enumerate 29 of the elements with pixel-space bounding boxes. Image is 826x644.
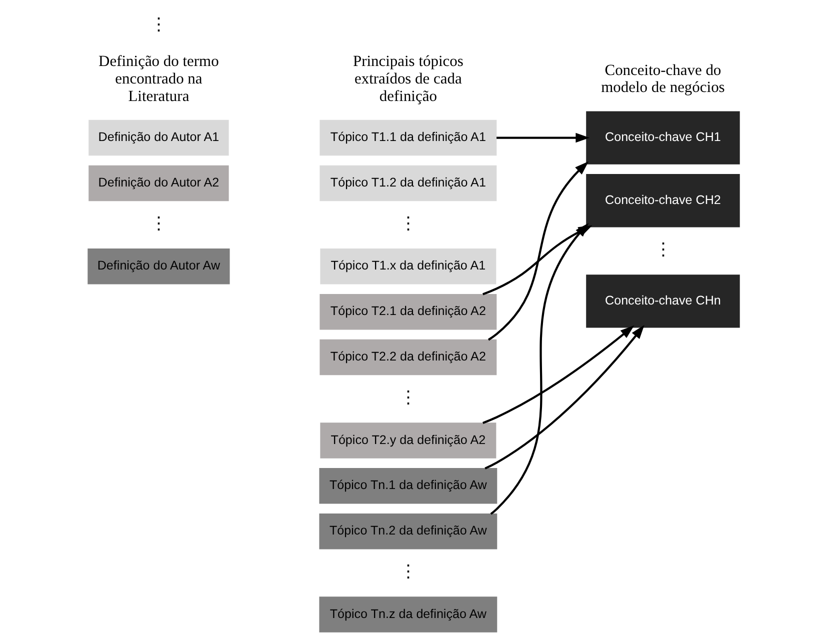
arrow xyxy=(487,161,588,341)
node-box: Tópico T2.1 da definição A2 xyxy=(319,294,496,330)
label: ⋮ xyxy=(399,213,416,234)
node-box: Tópico T2.2 da definição A2 xyxy=(319,339,496,376)
label: ⋮ xyxy=(150,14,167,34)
node-box: Conceito-chave CHn xyxy=(586,274,740,328)
label: ⋮ xyxy=(399,387,416,408)
label: ⋮ xyxy=(150,213,167,234)
node-box: Tópico T2.y da definição A2 xyxy=(320,422,496,458)
arrow xyxy=(496,132,590,143)
node-box: Tópico Tn.1 da definição Aw xyxy=(318,468,497,504)
label: Definição do termo encontrado na Literatura xyxy=(98,53,218,105)
arrow xyxy=(490,222,588,515)
node-box: Definição do Autor Aw xyxy=(87,248,230,284)
node-box: Tópico Tn.z da definição Aw xyxy=(318,596,497,632)
node-box: Definição do Autor A1 xyxy=(88,120,228,156)
node-box: Definição do Autor A2 xyxy=(88,165,228,202)
node-box: Conceito-chave CH1 xyxy=(586,111,740,164)
node-box: Tópico T1.x da definição A1 xyxy=(320,248,496,284)
node-box: Tópico Tn.2 da definição Aw xyxy=(318,513,497,550)
label: Principais tópicos extraídos de cada definição xyxy=(352,53,463,105)
node-box: Tópico T1.1 da definição A1 xyxy=(319,120,496,156)
label: Conceito-chave do modelo de negócios xyxy=(600,62,724,96)
arrow xyxy=(484,325,644,470)
label: ⋮ xyxy=(399,561,416,582)
label: ⋮ xyxy=(654,239,671,260)
arrow xyxy=(482,325,634,424)
node-box: Tópico T1.2 da definição A1 xyxy=(319,165,496,202)
node-box: Conceito-chave CH2 xyxy=(586,174,740,228)
